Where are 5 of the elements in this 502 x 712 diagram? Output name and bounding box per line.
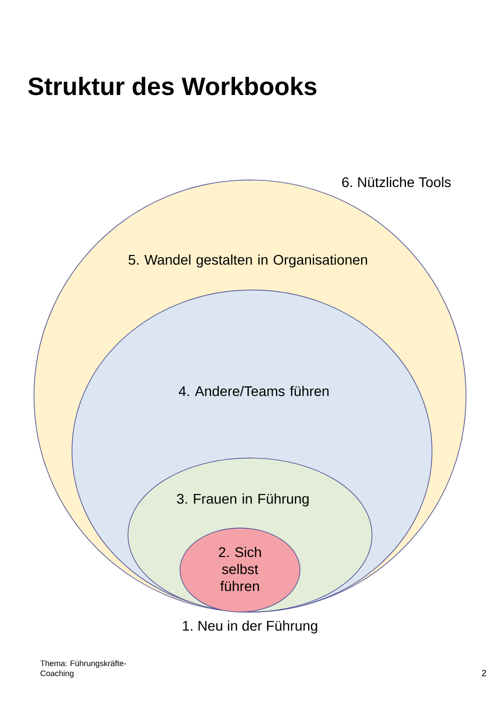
- outer-label: 6. Nützliche Tools: [342, 176, 451, 188]
- ellipse-region: 2. Sich selbst führen: [180, 528, 300, 612]
- page-number: 2: [482, 670, 486, 676]
- title: Struktur des Workbooks: [28, 76, 316, 96]
- footer-text: Thema: Führungskräfte-Coaching: [40, 660, 126, 678]
